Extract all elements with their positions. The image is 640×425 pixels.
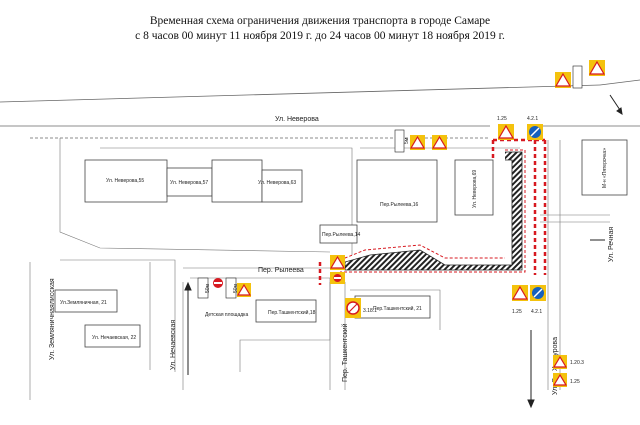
building-label-63: Ул. Неверова,63 (258, 180, 296, 186)
block-outlines (29, 138, 610, 400)
diagram-title-line2: с 8 часов 00 минут 11 ноября 2019 г. до … (135, 30, 505, 42)
sign-code-sokhrutova-2: 1.25 (570, 379, 580, 385)
traffic-arrows (184, 94, 623, 409)
building-label-tashkent-21: Пер.Ташкентский, 21 (373, 305, 422, 312)
sign-distance-2: 50м (233, 283, 239, 293)
building-label-57: Ул. Неверова,57 (170, 180, 208, 186)
sign-ryleeva-center (329, 255, 346, 284)
street-label-rechnaya: Ул. Речная (608, 227, 615, 262)
building-label-nechaevskaya: Ул. Нечаевская, 22 (92, 335, 136, 341)
shop-label: М-н «Пятерочка» (602, 148, 608, 188)
sign-distance-1: 50м (205, 283, 211, 293)
diagram-title-line1: Временная схема ограничения движения тра… (149, 15, 491, 27)
sign-sokhrutova-warnings (552, 355, 568, 387)
building-label-ryleeva-16: Пер.Рылеева,16 (380, 202, 419, 208)
sign-code-top-1: 1.25 (497, 116, 507, 122)
building-label-55: Ул. Неверова,55 (106, 178, 144, 184)
sign-ryleeva-left (197, 277, 252, 299)
sign-code-sokhrutova-1: 1.20.3 (570, 360, 584, 366)
building-label-ryleeva-14: Пер.Рылеева,14 (322, 232, 361, 238)
work-zone (339, 149, 526, 273)
building-label-69: Ул. Неверова,69 (472, 170, 478, 208)
playground-label: Детская площадка (205, 312, 248, 318)
street-label-neverova: Ул. Неверова (275, 116, 319, 123)
sign-code-bottom-2: 4.2.1 (531, 309, 542, 315)
street-label-nechaevskaya: Ул. Нечаевская (170, 320, 177, 370)
sign-roadwork-neverova (409, 135, 448, 150)
street-label-zemlyanichnaya: Ул. Земляничнаялисская (49, 278, 56, 360)
street-label-ryleeva: Пер. Рылеева (258, 267, 304, 274)
sign-distance-3: 5м (404, 137, 410, 144)
building-label-tashkent-18: Пер.Ташкентский,18 (268, 309, 316, 316)
sign-bottom-right (511, 285, 546, 301)
sign-code-no-turn: 3.18.1 (363, 308, 377, 314)
neverova-street (0, 79, 640, 139)
buildings (54, 139, 628, 348)
sign-code-top-2: 4.2.1 (527, 116, 538, 122)
sign-code-bottom-1: 1.25 (512, 309, 522, 315)
street-label-tashkentsky: Пер. Ташкентский (341, 323, 349, 382)
distance-plates (394, 65, 583, 153)
sign-no-turn-tashkent (345, 298, 361, 318)
sign-detour-top (497, 124, 543, 140)
building-label-zemlyanichnaya: Ул.Земляничная, 21 (60, 300, 107, 306)
sign-roadwork-top-right (554, 60, 606, 88)
